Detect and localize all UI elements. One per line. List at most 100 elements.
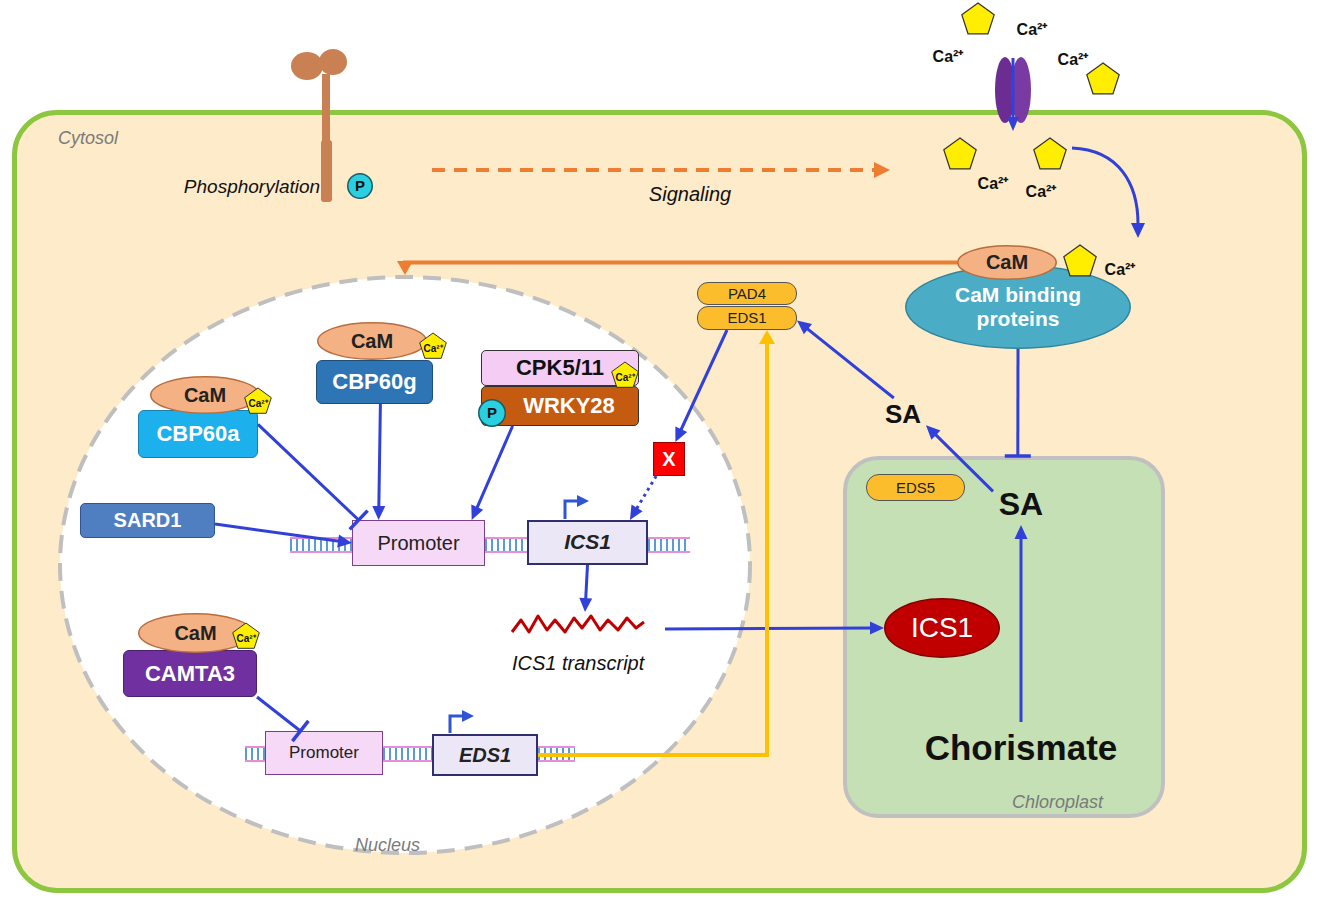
inhibition-bar [292, 721, 308, 741]
cam-binding-proteins-shape [906, 266, 1131, 349]
arrow-head [926, 425, 941, 440]
chloroplast-text: Chloroplast [1012, 792, 1103, 813]
annotation: Signaling [649, 184, 731, 204]
cpk-box-text: CPK5/11 [516, 355, 604, 380]
calmodulin-text: CaM [184, 384, 226, 407]
calmodulin-shape [318, 323, 427, 360]
block-mark: X [653, 442, 685, 476]
connector-line [405, 263, 957, 265]
arrow-head [1015, 525, 1028, 539]
metabolite-text: Chorismate [925, 728, 1118, 768]
nucleus: NucleusCaMCBP60gCPK5/11PWRKY28CaMCBP60aS… [58, 275, 752, 855]
calmodulin-shape [958, 246, 1057, 280]
cell-cytosol: CytosolP CaM CaM binding proteinsNucleus Ca… [12, 110, 1307, 893]
cbp60a-box-text: CBP60a [156, 421, 239, 446]
ion-label: Ca²⁺ [236, 634, 255, 644]
calmodulin: CaM [150, 376, 260, 414]
ion-label: Ca²⁺ [978, 176, 1009, 192]
protein-pill-text: EDS5 [896, 479, 935, 496]
arrow-head [337, 535, 352, 548]
arrow-connector [372, 404, 385, 520]
arrow-connector [397, 261, 957, 275]
protein-pill: EDS5 [866, 474, 965, 501]
connector-line [586, 565, 588, 601]
influx-arrow [1012, 58, 1015, 118]
arrow-connector [665, 622, 884, 635]
camta3-box-text: CAMTA3 [145, 661, 235, 686]
metabolite-text: SA [999, 486, 1043, 523]
metabolite: SA [993, 483, 1049, 525]
promoter-box: Promoter [265, 731, 383, 775]
protein-pill-text: PAD4 [728, 285, 766, 302]
arrow-head [759, 330, 775, 344]
arrow-head [797, 320, 812, 334]
cpk-box: CPK5/11 [481, 350, 639, 386]
calmodulin: CaM [138, 613, 253, 653]
connector-line [538, 341, 767, 755]
connector-line [258, 424, 359, 520]
arrow-connector [926, 425, 993, 491]
ion-label: Ca²⁺ [248, 399, 267, 409]
gene-box: EDS1 [432, 734, 538, 776]
sard1-box: SARD1 [80, 503, 215, 538]
camta3-box: CAMTA3 [123, 650, 257, 697]
connector-line [680, 330, 727, 432]
cbp60g-box: CBP60g [316, 360, 433, 404]
connector-line [1020, 536, 1023, 722]
calmodulin-shape [151, 377, 260, 414]
phospho-circle-text: P [487, 404, 497, 421]
connector-line [1016, 349, 1019, 456]
connector-line [257, 697, 300, 731]
connector-line [665, 627, 873, 631]
arrow-head [579, 598, 592, 612]
connector-line [934, 433, 993, 492]
cbp60a-box: CBP60a [138, 410, 258, 458]
block-mark-text: X [662, 448, 675, 471]
connector-line [215, 524, 341, 542]
gene-box: ICS1 [527, 520, 648, 565]
protein-pill-text: EDS1 [727, 309, 766, 326]
metabolite-text: SA [885, 400, 921, 430]
phospho-circle: P [347, 173, 373, 199]
receptor-lobe [291, 52, 323, 80]
cam-binding-proteins-text: CaM binding proteins [938, 283, 1098, 331]
ion-label: Ca²⁺ [1105, 262, 1136, 278]
nucleus-text: Nucleus [355, 835, 420, 856]
arrow-connector [215, 524, 352, 548]
calmodulin-shape [139, 614, 253, 653]
arrow-connector [471, 426, 512, 520]
calmodulin: CaM [957, 245, 1057, 280]
transcript-text: ICS1 transcript [512, 652, 644, 675]
arrow-connector [1015, 525, 1028, 722]
wrky28-box-text: WRKY28 [523, 393, 615, 418]
receptor-lobe [319, 49, 347, 75]
sard1-box-text: SARD1 [114, 509, 182, 532]
ion-label: Ca²⁺ [423, 344, 442, 354]
calcium-ion [962, 3, 994, 34]
arrow-head [870, 622, 884, 635]
calmodulin-text: CaM [351, 330, 393, 353]
cbp60g-box-text: CBP60g [332, 369, 416, 394]
enzyme-text: ICS1 [911, 612, 973, 644]
arrow-connector [630, 476, 656, 520]
metabolite: Chorismate [915, 722, 1127, 774]
arrow-connector [579, 565, 592, 612]
arrow-head [471, 505, 483, 520]
inhibition-connector [257, 697, 308, 741]
transcript: ICS1 transcript [505, 612, 665, 680]
arrow-connector [797, 320, 894, 398]
connector-line [476, 426, 512, 510]
phospho-circle: P [478, 399, 506, 427]
nucleus-shape [60, 277, 750, 853]
arrow-connector [675, 330, 727, 442]
cell-cytosol-text: Cytosol [58, 128, 118, 149]
calmodulin-text: CaM [986, 251, 1028, 274]
calmodulin: CaM [317, 322, 427, 360]
protein-pill: EDS1 [697, 306, 797, 330]
chloroplast: Chloroplast EDS5 SA ICS1Chorismate [843, 456, 1165, 818]
phospho-circle-text: P [355, 177, 365, 194]
phospho-circle-shape [348, 174, 373, 199]
arrow-connector [538, 330, 775, 755]
promoter-box-text: Promoter [289, 743, 359, 763]
